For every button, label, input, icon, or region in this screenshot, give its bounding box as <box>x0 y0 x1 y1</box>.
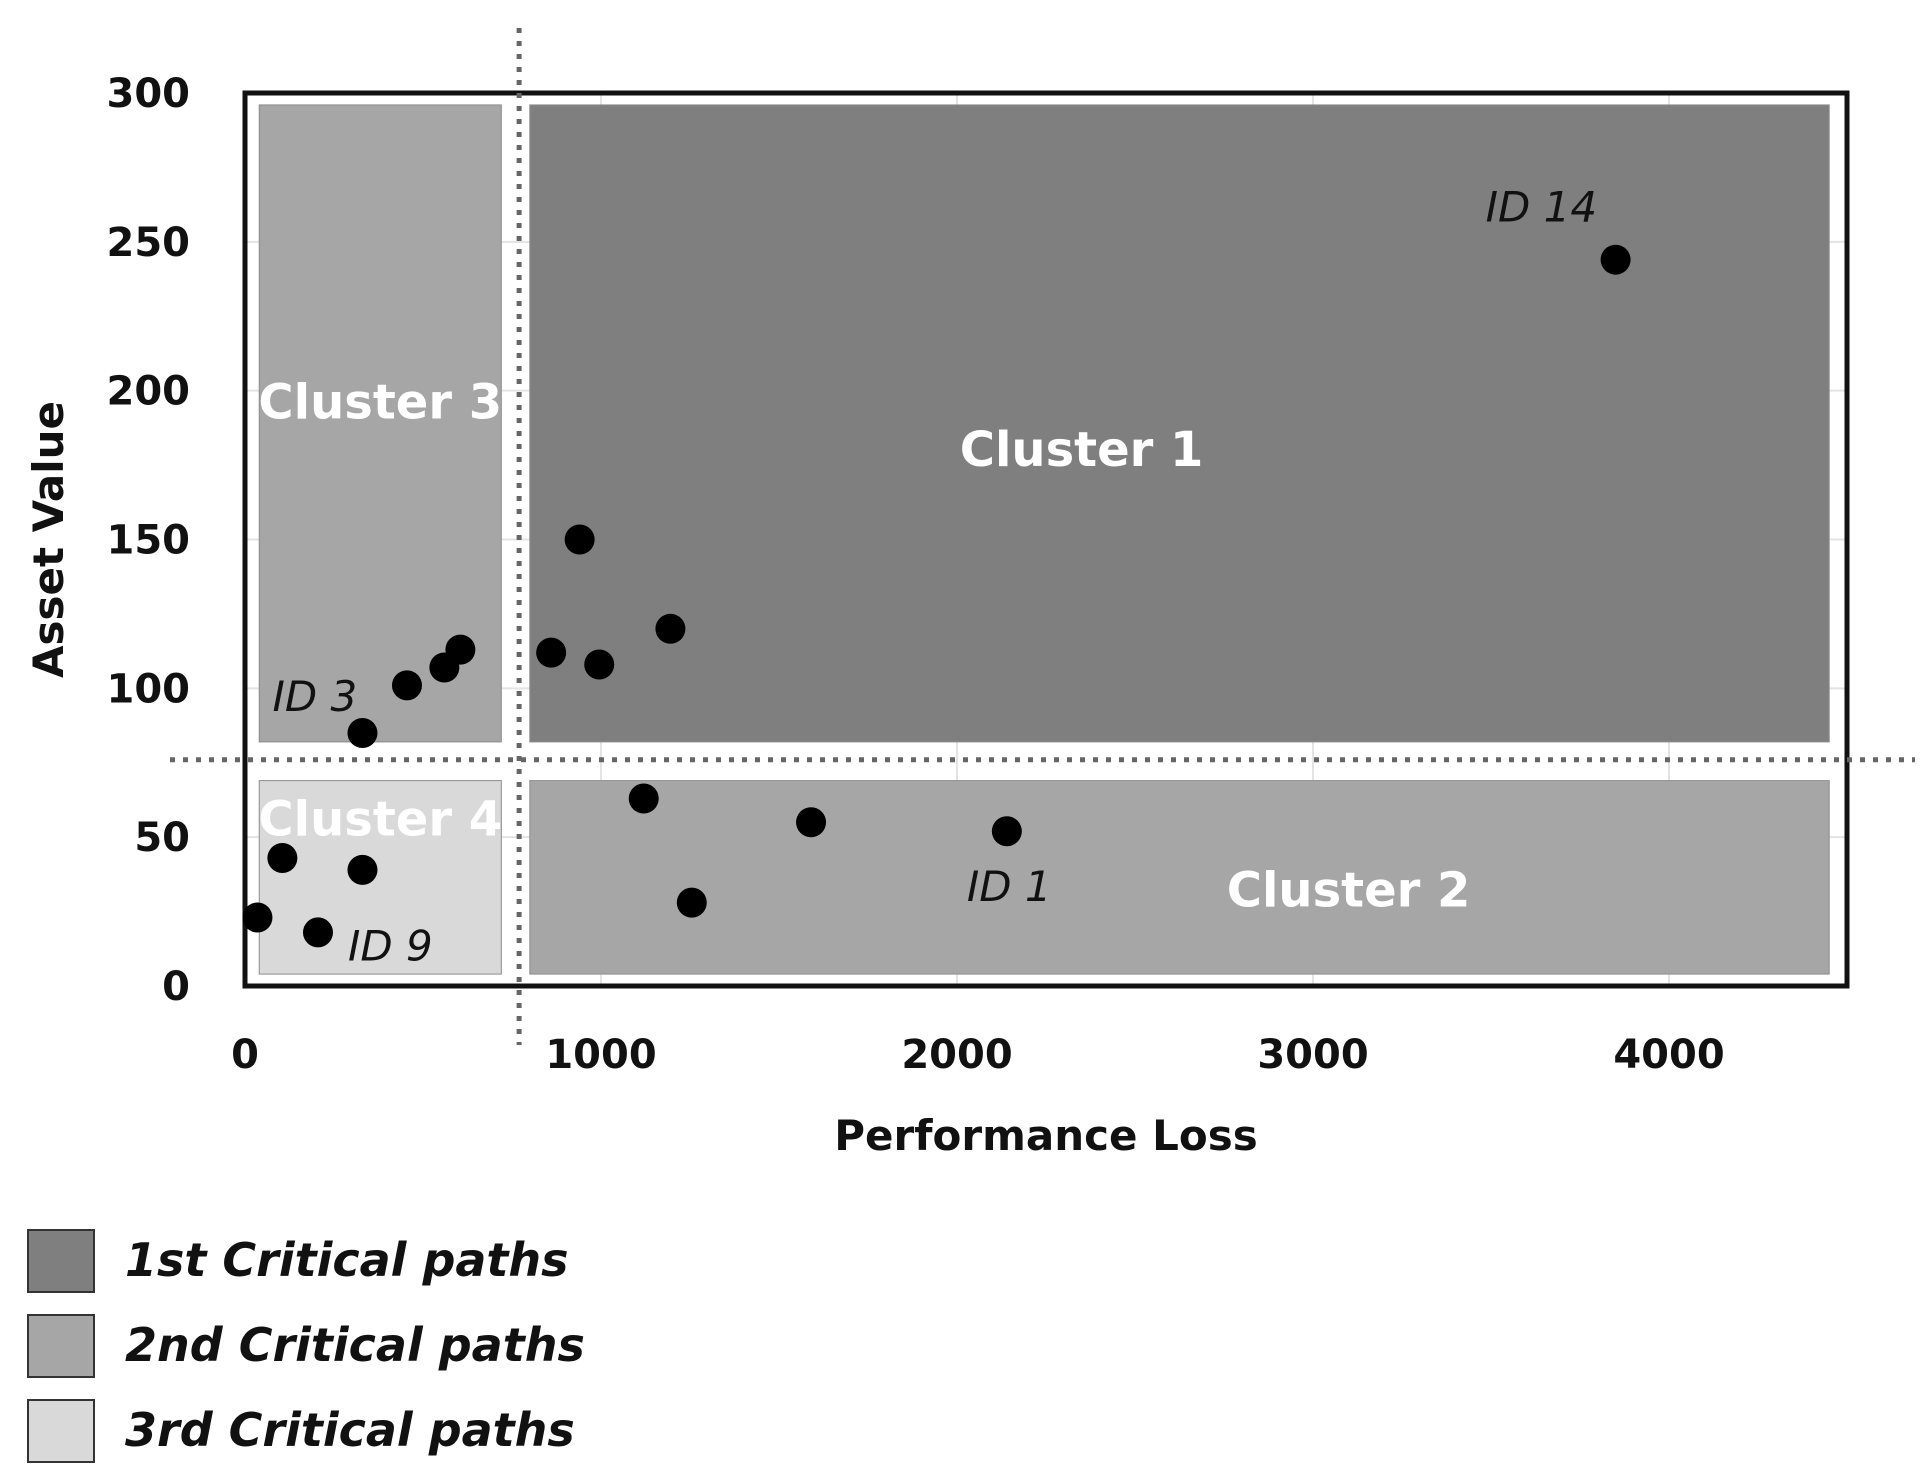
point-label: ID 3 <box>272 672 357 721</box>
legend: 1st Critical paths 2nd Critical paths 3rd … <box>27 1229 585 1463</box>
data-point <box>267 843 298 874</box>
data-point <box>536 637 567 668</box>
legend-item: 1st Critical paths <box>27 1229 569 1293</box>
data-point <box>347 854 378 885</box>
cluster-region-1 <box>529 104 1830 743</box>
y-tick-label: 200 <box>107 369 191 415</box>
cluster-label: Cluster 2 <box>1227 863 1471 919</box>
x-axis-title: Performance Loss <box>834 1111 1257 1160</box>
y-axis-ticks: 0 50 100 150 200 250 300 <box>107 71 191 1010</box>
data-point <box>242 902 273 933</box>
legend-swatch <box>27 1229 95 1293</box>
x-axis-ticks: 0 1000 2000 3000 4000 <box>231 1032 1725 1078</box>
data-point <box>991 816 1022 847</box>
cluster-label: Cluster 3 <box>258 375 502 431</box>
legend-item: 3rd Critical paths <box>27 1399 575 1463</box>
cluster-region-4 <box>258 780 502 975</box>
y-tick-label: 250 <box>107 220 191 266</box>
cluster-regions <box>258 104 1830 975</box>
y-tick-label: 100 <box>107 666 191 712</box>
x-tick-label: 3000 <box>1257 1032 1368 1078</box>
data-point <box>628 783 659 814</box>
point-label: ID 1 <box>967 862 1052 911</box>
cluster-label: Cluster 4 <box>258 791 502 847</box>
data-point <box>429 652 460 683</box>
data-point <box>1600 244 1631 275</box>
data-point <box>796 807 827 838</box>
x-tick-label: 2000 <box>901 1032 1012 1078</box>
y-tick-label: 50 <box>134 815 190 861</box>
x-tick-label: 1000 <box>545 1032 656 1078</box>
legend-label: 2nd Critical paths <box>125 1318 585 1372</box>
legend-swatch <box>27 1399 95 1463</box>
y-tick-label: 150 <box>107 518 191 564</box>
plot-frame <box>242 90 1850 989</box>
data-point <box>347 717 378 748</box>
data-point <box>676 887 707 918</box>
point-labels: ID 14 ID 3 ID 1 ID 9 <box>272 183 1597 971</box>
data-point <box>391 670 422 701</box>
data-point <box>584 649 615 680</box>
y-tick-label: 300 <box>107 71 191 117</box>
data-points <box>242 244 1631 948</box>
cluster-label: Cluster 1 <box>960 422 1204 478</box>
data-point <box>564 524 595 555</box>
point-label: ID 9 <box>348 921 433 970</box>
y-tick-label: 0 <box>162 964 190 1010</box>
point-label: ID 14 <box>1486 183 1598 232</box>
cluster-labels: Cluster 1 Cluster 2 Cluster 3 Cluster 4 <box>258 375 1470 919</box>
data-point <box>655 613 686 644</box>
x-tick-label: 4000 <box>1613 1032 1724 1078</box>
threshold-lines <box>170 28 1915 1045</box>
cluster-region-2 <box>529 780 1830 975</box>
legend-label: 3rd Critical paths <box>125 1403 575 1457</box>
y-axis-title: Asset Value <box>24 401 73 678</box>
x-tick-label: 0 <box>231 1032 259 1078</box>
legend-item: 2nd Critical paths <box>27 1314 585 1378</box>
legend-swatch <box>27 1314 95 1378</box>
data-point <box>302 917 333 948</box>
legend-label: 1st Critical paths <box>125 1233 569 1287</box>
